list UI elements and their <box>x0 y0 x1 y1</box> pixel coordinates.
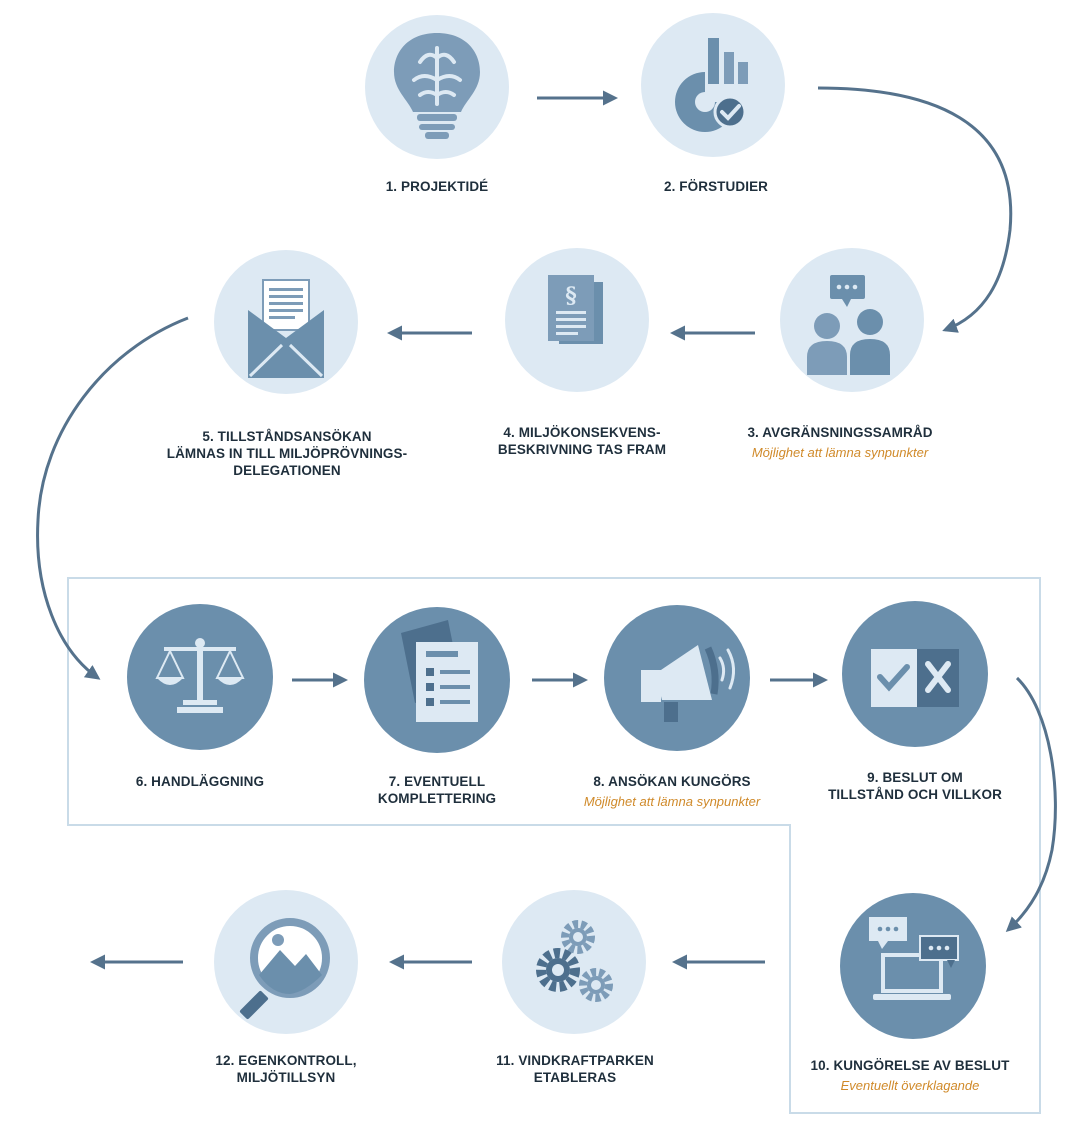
step-7-title: 7. EVENTUELL KOMPLETTERING <box>377 774 497 806</box>
checklist-icon <box>401 620 478 722</box>
step-2-circle <box>641 13 785 157</box>
step-8-note: Möjlighet att lämna synpunkter <box>583 794 761 809</box>
check-cross-icon <box>871 649 959 707</box>
step-5-title: 5. TILLSTÅNDSANSÖKAN LÄMNAS IN TILL MILJ… <box>166 429 408 478</box>
arrow-9-10 <box>1005 676 1057 933</box>
step-2-label: 2. FÖRSTUDIER <box>596 178 836 195</box>
step-1-node <box>365 15 509 159</box>
step-11-label: 11. VINDKRAFTPARKEN ETABLERAS <box>455 1052 695 1086</box>
step-8-label: 8. ANSÖKAN KUNGÖRS Möjlighet att lämna s… <box>552 773 792 810</box>
connectors <box>36 86 1057 970</box>
step-12-label: 12. EGENKONTROLL, MILJÖTILLSYN <box>166 1052 406 1086</box>
step-3-title: 3. AVGRÄNSNINGSSAMRÅD <box>747 425 933 440</box>
highlight-frame <box>67 577 1041 1114</box>
step-4-node: § <box>505 248 649 392</box>
step-6-label: 6. HANDLÄGGNING <box>80 773 320 790</box>
step-8-node <box>604 605 750 751</box>
step-3-node <box>780 248 924 392</box>
arrow-5-6 <box>36 316 189 680</box>
pie-bar-chart-check-icon <box>675 38 748 132</box>
step-3-note: Möjlighet att lämna synpunkter <box>751 445 929 460</box>
gears-icon <box>536 920 613 1002</box>
step-10-node <box>840 893 986 1039</box>
lightbulb-brain-icon <box>394 33 480 139</box>
step-9-title: 9. BESLUT OM TILLSTÅND OCH VILLKOR <box>828 770 1002 802</box>
step-12-title: 12. EGENKONTROLL, MILJÖTILLSYN <box>215 1053 357 1085</box>
step-10-circle <box>840 893 986 1039</box>
step-11-node <box>502 890 646 1034</box>
step-3-label: 3. AVGRÄNSNINGSSAMRÅD Möjlighet att lämn… <box>720 424 960 461</box>
step-10-note: Eventuellt överklagande <box>840 1078 980 1093</box>
magnifier-image-icon <box>239 918 330 1020</box>
step-2-node <box>641 13 785 157</box>
svg-text:§: § <box>565 283 577 309</box>
step-5-node <box>214 250 358 394</box>
step-6-node <box>127 604 273 750</box>
step-1-title: 1. PROJEKTIDÉ <box>385 179 489 194</box>
step-4-title: 4. MILJÖKONSEKVENS- BESKRIVNING TAS FRAM <box>497 425 667 457</box>
legal-document-icon: § <box>548 275 603 344</box>
step-10-label: 10. KUNGÖRELSE AV BESLUT Eventuellt över… <box>790 1057 1030 1094</box>
step-9-node <box>842 601 988 747</box>
scales-icon <box>155 638 245 713</box>
laptop-speech-icon <box>869 917 959 1000</box>
step-10-title: 10. KUNGÖRELSE AV BESLUT <box>810 1058 1010 1073</box>
step-1-label: 1. PROJEKTIDÉ <box>317 178 557 195</box>
arrow-2-3 <box>817 86 1013 333</box>
step-7-node <box>364 607 510 753</box>
two-people-speech-icon <box>807 275 890 375</box>
step-2-title: 2. FÖRSTUDIER <box>663 179 769 194</box>
step-12-node <box>214 890 358 1034</box>
step-6-title: 6. HANDLÄGGNING <box>135 774 265 789</box>
step-8-title: 8. ANSÖKAN KUNGÖRS <box>593 774 751 789</box>
step-11-title: 11. VINDKRAFTPARKEN ETABLERAS <box>496 1053 654 1085</box>
envelope-letter-icon <box>248 279 324 378</box>
step-9-label: 9. BESLUT OM TILLSTÅND OCH VILLKOR <box>795 769 1035 803</box>
step-5-label: 5. TILLSTÅNDSANSÖKAN LÄMNAS IN TILL MILJ… <box>137 428 437 479</box>
megaphone-icon <box>641 645 735 722</box>
step-7-label: 7. EVENTUELL KOMPLETTERING <box>317 773 557 807</box>
step-4-label: 4. MILJÖKONSEKVENS- BESKRIVNING TAS FRAM <box>462 424 702 458</box>
